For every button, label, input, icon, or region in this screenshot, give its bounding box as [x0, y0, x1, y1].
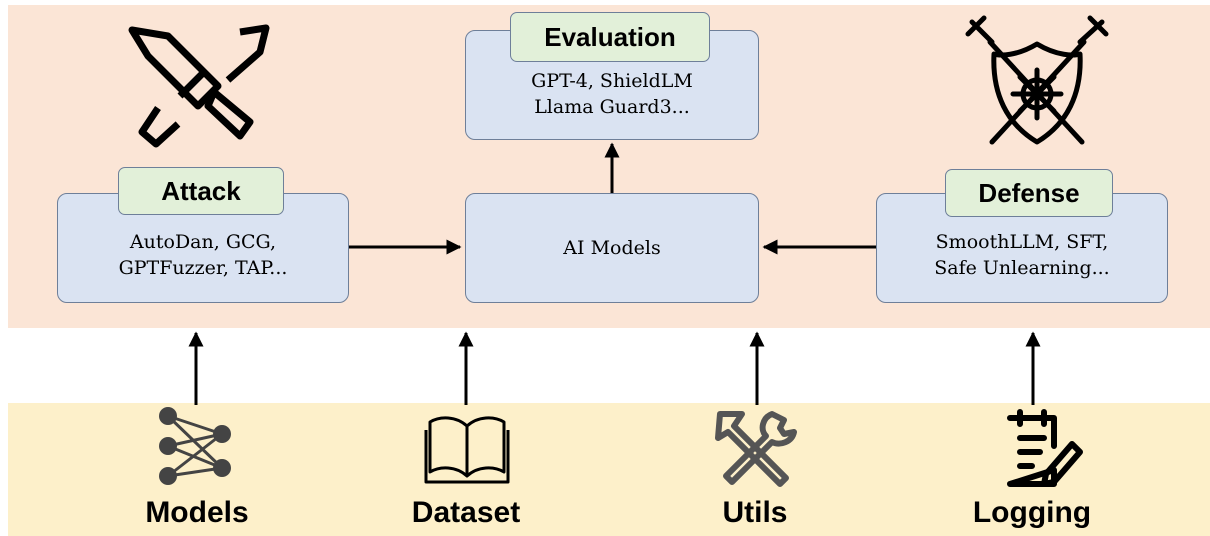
- shield-swords-icon: [965, 15, 1109, 145]
- ai-models-box: AI Models: [465, 193, 759, 303]
- dataset-label: Dataset: [411, 496, 521, 529]
- tools-icon: [715, 411, 797, 487]
- attack-box: AutoDan, GCG, GPTFuzzer, TAP...: [57, 193, 349, 303]
- attack-tag: Attack: [118, 167, 284, 215]
- crossed-swords-icon: [128, 24, 270, 148]
- logging-label: Logging: [972, 496, 1092, 529]
- defense-tag: Defense: [945, 169, 1113, 217]
- evaluation-line-2: Llama Guard3...: [534, 96, 690, 118]
- models-label: Models: [145, 496, 249, 529]
- utils-label: Utils: [722, 496, 788, 529]
- evaluation-line-1: GPT-4, ShieldLM: [531, 70, 693, 92]
- evaluation-tag: Evaluation: [510, 12, 710, 62]
- clipboard-icon: [1007, 409, 1083, 487]
- attack-line-2: GPTFuzzer, TAP...: [118, 257, 288, 279]
- defense-line-1: SmoothLLM, SFT,: [935, 231, 1109, 253]
- book-icon: [424, 416, 510, 484]
- attack-line-1: AutoDan, GCG,: [129, 231, 277, 253]
- neural-network-icon: [159, 407, 231, 485]
- ai-models-label: AI Models: [563, 237, 661, 259]
- defense-line-2: Safe Unlearning...: [934, 257, 1110, 279]
